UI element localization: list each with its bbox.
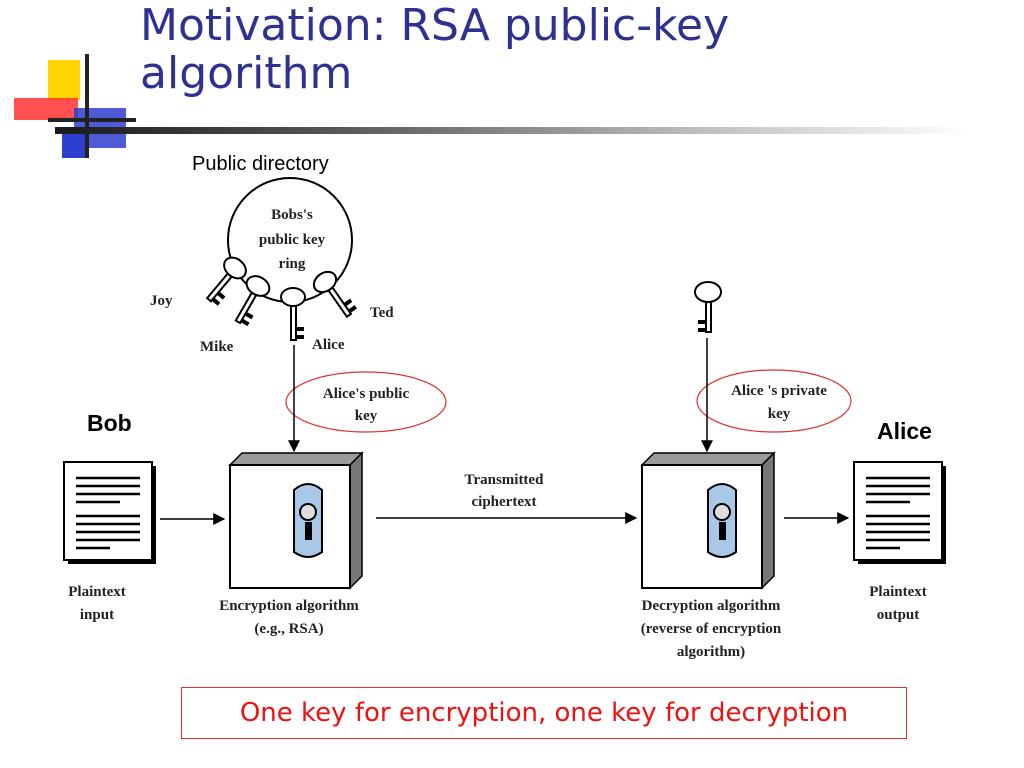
title-divider [55, 127, 970, 134]
encryption-label-1: Encryption algorithm [219, 598, 359, 614]
transmitted-label-1: Transmitted [465, 472, 545, 488]
page-title: Motivation: RSA public-key algorithm [140, 2, 729, 98]
public-key-highlight [285, 371, 447, 433]
key-alice-icon [280, 287, 306, 341]
plaintext-output-label-1: Plaintext [869, 584, 927, 600]
plaintext-input-label-1: Plaintext [68, 584, 126, 600]
key-ring-text-2: public key [259, 232, 326, 248]
key-ted-icon [312, 270, 357, 319]
title-line-2: algorithm [140, 48, 353, 99]
plaintext-output-label-2: output [877, 607, 920, 623]
bob-label: Bob [87, 410, 132, 436]
transmitted-label-2: ciphertext [472, 494, 537, 510]
key-name-ted: Ted [370, 305, 394, 321]
public-key-label-2: key [355, 408, 378, 424]
key-name-mike: Mike [200, 339, 234, 355]
plaintext-input-document-icon [63, 461, 156, 564]
decryption-label-1: Decryption algorithm [642, 598, 781, 614]
key-name-joy: Joy [150, 293, 173, 309]
private-key-icon [694, 281, 722, 333]
private-key-label-2: key [768, 406, 791, 422]
decryption-lock-icon [707, 483, 737, 558]
plaintext-input-label-2: input [80, 607, 114, 623]
encryption-label-2: (e.g., RSA) [254, 621, 323, 637]
key-ring-text-1: Bobs's [271, 207, 313, 223]
public-key-label-1: Alice's public [323, 386, 410, 402]
decryption-label-2: (reverse of encryption [641, 621, 782, 637]
private-key-highlight [696, 369, 852, 433]
key-joy-icon [205, 256, 247, 306]
key-mike-icon [234, 275, 271, 327]
private-key-label-1: Alice 's private [731, 383, 827, 399]
key-ring-text-3: ring [279, 256, 306, 272]
key-name-alice: Alice [312, 337, 345, 353]
alice-label: Alice [877, 418, 932, 444]
encryption-box [228, 451, 364, 590]
decryption-box [640, 451, 776, 590]
title-line-1: Motivation: RSA public-key [140, 0, 730, 51]
public-directory-label: Public directory [192, 153, 329, 175]
footer-callout: One key for encryption, one key for decr… [181, 687, 907, 739]
footer-text: One key for encryption, one key for decr… [239, 698, 849, 728]
rsa-diagram: Bobs's public key ring Joy Mike Alice Te… [63, 177, 946, 660]
encryption-lock-icon [293, 483, 323, 558]
plaintext-output-document-icon [853, 461, 946, 564]
decryption-label-3: algorithm) [677, 644, 745, 660]
